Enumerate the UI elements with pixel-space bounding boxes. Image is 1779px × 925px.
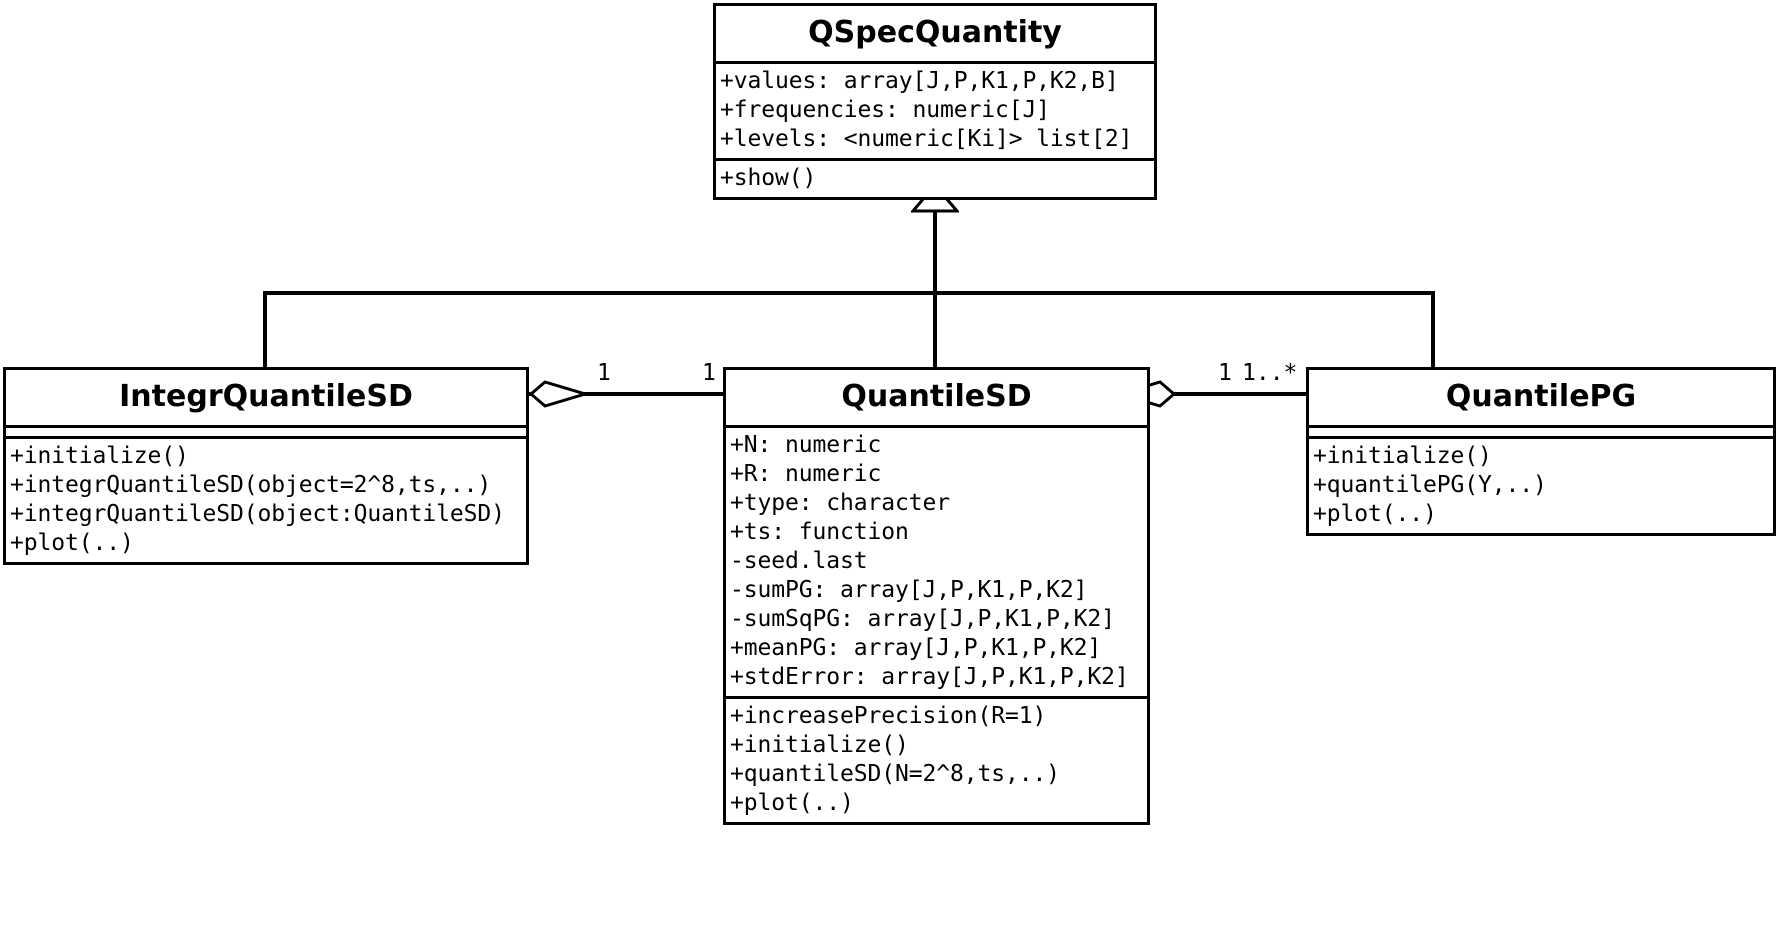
multiplicity-right-whole: 1 bbox=[1218, 360, 1232, 386]
methods-compartment-integrquantilesd: +initialize() +integrQuantileSD(object=2… bbox=[6, 439, 526, 562]
aggregation-diamond-left-icon bbox=[529, 379, 587, 409]
compartment-divider bbox=[716, 158, 1154, 161]
attribute-row: +values: array[J,P,K1,P,K2,B] bbox=[720, 68, 1119, 94]
method-row: +integrQuantileSD(object:QuantileSD) bbox=[10, 501, 505, 527]
multiplicity-left-part: 1 bbox=[702, 360, 716, 386]
method-row: +increasePrecision(R=1) bbox=[730, 703, 1047, 729]
methods-compartment-quantilepg: +initialize() +quantilePG(Y,..) +plot(..… bbox=[1309, 439, 1773, 533]
methods-compartment-quantilesd: +increasePrecision(R=1) +initialize() +q… bbox=[726, 699, 1147, 822]
aggregation-line-left bbox=[529, 392, 725, 396]
attributes-compartment-qspecquantity: +values: array[J,P,K1,P,K2,B] +frequenci… bbox=[716, 64, 1154, 158]
method-row: +plot(..) bbox=[10, 530, 134, 556]
method-row: +quantileSD(N=2^8,ts,..) bbox=[730, 761, 1060, 787]
attribute-row: -sumSqPG: array[J,P,K1,P,K2] bbox=[730, 606, 1115, 632]
attribute-row: +frequencies: numeric[J] bbox=[720, 97, 1050, 123]
attribute-row: +R: numeric bbox=[730, 461, 882, 487]
aggregation-line-right bbox=[1148, 392, 1308, 396]
class-name-integrquantilesd: IntegrQuantileSD bbox=[119, 379, 413, 414]
compartment-divider bbox=[726, 425, 1147, 428]
generalization-branch-quantilepg bbox=[1431, 291, 1435, 369]
compartment-divider bbox=[6, 436, 526, 439]
compartment-divider bbox=[6, 425, 526, 428]
compartment-divider bbox=[1309, 436, 1773, 439]
class-box-quantilepg[interactable]: QuantilePG +initialize() +quantilePG(Y,.… bbox=[1306, 367, 1776, 536]
attribute-row: -seed.last bbox=[730, 548, 868, 574]
class-name-quantilepg: QuantilePG bbox=[1445, 379, 1637, 414]
attribute-row: -sumPG: array[J,P,K1,P,K2] bbox=[730, 577, 1088, 603]
attribute-row: +type: character bbox=[730, 490, 950, 516]
methods-compartment-qspecquantity: +show() bbox=[716, 161, 1154, 197]
attribute-row: +stdError: array[J,P,K1,P,K2] bbox=[730, 664, 1129, 690]
method-row: +initialize() bbox=[730, 732, 909, 758]
method-row: +initialize() bbox=[1313, 443, 1492, 469]
method-row: +plot(..) bbox=[1313, 501, 1437, 527]
attributes-compartment-integrquantilesd bbox=[6, 428, 526, 436]
compartment-divider bbox=[726, 696, 1147, 699]
class-name-qspecquantity: QSpecQuantity bbox=[808, 15, 1062, 50]
attributes-compartment-quantilepg bbox=[1309, 428, 1773, 436]
multiplicity-right-part: 1..* bbox=[1242, 360, 1298, 386]
method-row: +quantilePG(Y,..) bbox=[1313, 472, 1547, 498]
generalization-branch-quantilesd bbox=[933, 291, 937, 369]
class-name-quantilesd: QuantileSD bbox=[841, 379, 1032, 414]
class-box-quantilesd[interactable]: QuantileSD +N: numeric +R: numeric +type… bbox=[723, 367, 1150, 825]
attributes-compartment-quantilesd: +N: numeric +R: numeric +type: character… bbox=[726, 428, 1147, 696]
generalization-bus-horizontal bbox=[263, 291, 1435, 295]
attribute-row: +N: numeric bbox=[730, 432, 882, 458]
compartment-divider bbox=[716, 61, 1154, 64]
compartment-divider bbox=[1309, 425, 1773, 428]
attribute-row: +meanPG: array[J,P,K1,P,K2] bbox=[730, 635, 1102, 661]
attribute-row: +levels: <numeric[Ki]> list[2] bbox=[720, 126, 1133, 152]
multiplicity-left-whole: 1 bbox=[597, 360, 611, 386]
method-row: +show() bbox=[720, 165, 817, 191]
class-box-qspecquantity[interactable]: QSpecQuantity +values: array[J,P,K1,P,K2… bbox=[713, 3, 1157, 200]
method-row: +plot(..) bbox=[730, 790, 854, 816]
class-box-integrquantilesd[interactable]: IntegrQuantileSD +initialize() +integrQu… bbox=[3, 367, 529, 565]
generalization-branch-integrquantilesd bbox=[263, 291, 267, 369]
method-row: +integrQuantileSD(object=2^8,ts,..) bbox=[10, 472, 492, 498]
generalization-stem-vertical bbox=[933, 205, 937, 293]
attribute-row: +ts: function bbox=[730, 519, 909, 545]
method-row: +initialize() bbox=[10, 443, 189, 469]
